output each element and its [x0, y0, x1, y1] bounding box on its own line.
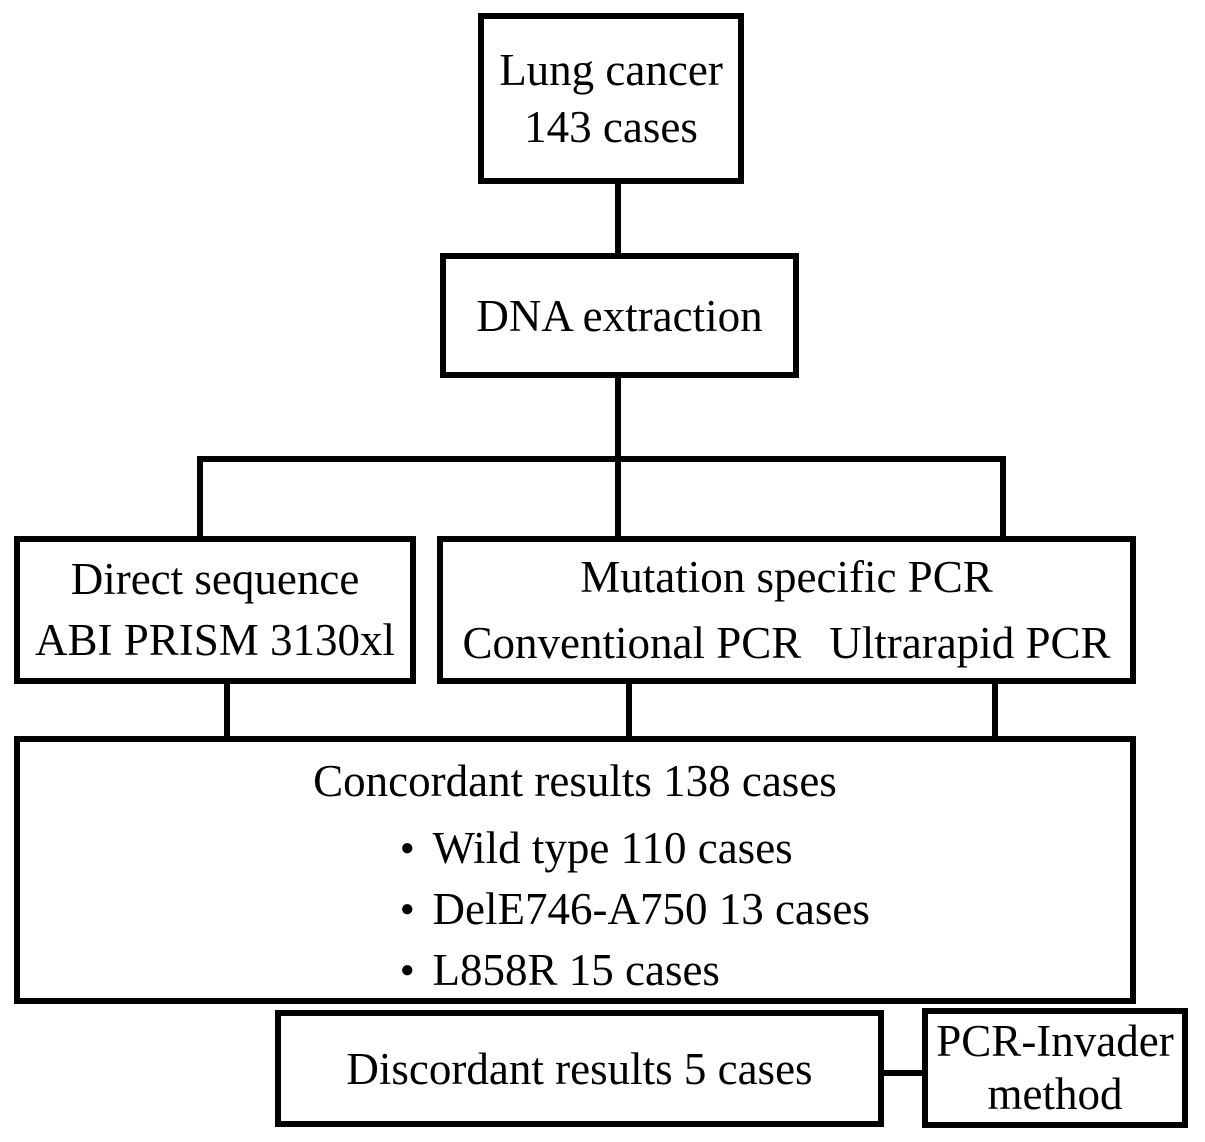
bullet-icon: ● — [400, 835, 415, 861]
bullet-text: Wild type 110 cases — [432, 823, 793, 873]
bullet-icon: ● — [400, 896, 415, 922]
bullet-item-wild-type: ● Wild type 110 cases — [400, 818, 1130, 879]
connector-branch-horizontal — [197, 456, 1006, 462]
concordant-bullet-list: ● Wild type 110 cases ● DelE746-A750 13 … — [400, 818, 1130, 1001]
bullet-icon: ● — [400, 957, 415, 983]
pcr-invader-method-box: PCR-Invader method — [922, 1008, 1188, 1128]
bullet-item-del-e746: ● DelE746-A750 13 cases — [400, 879, 1130, 940]
direct-sequence-line2: ABI PRISM 3130xl — [34, 615, 396, 665]
ultrarapid-pcr-label: Ultrarapid PCR — [829, 618, 1111, 668]
dna-extraction-box: DNA extraction — [440, 253, 799, 378]
dna-extraction-label: DNA extraction — [476, 290, 763, 341]
connector-ultrarapid-to-concordant — [992, 680, 998, 740]
connector-lung-to-dna — [615, 180, 621, 256]
connector-discordant-to-invader — [880, 1070, 926, 1076]
bullet-item-l858r: ● L858R 15 cases — [400, 940, 1130, 1001]
bullet-text: L858R 15 cases — [432, 945, 720, 995]
bullet-text: DelE746-A750 13 cases — [432, 884, 870, 934]
mutation-pcr-title: Mutation specific PCR — [580, 552, 993, 602]
discordant-label: Discordant results 5 cases — [346, 1043, 813, 1094]
lung-cancer-box: Lung cancer 143 cases — [478, 13, 744, 184]
mutation-pcr-methods-row: Conventional PCR Ultrarapid PCR — [462, 610, 1110, 676]
direct-sequence-box: Direct sequence ABI PRISM 3130xl — [14, 536, 416, 684]
direct-sequence-line1: Direct sequence — [70, 554, 360, 604]
concordant-title: Concordant results 138 cases — [313, 756, 837, 806]
conventional-pcr-label: Conventional PCR — [462, 618, 802, 668]
connector-direct-to-concordant — [224, 680, 230, 740]
connector-conventional-to-concordant — [626, 680, 632, 740]
discordant-results-box: Discordant results 5 cases — [275, 1010, 884, 1127]
connector-branch-to-ultrarapid — [1000, 456, 1006, 540]
lung-cancer-line1: Lung cancer — [499, 44, 723, 95]
mutation-specific-pcr-box: Mutation specific PCR Conventional PCR U… — [437, 536, 1136, 684]
connector-branch-to-direct — [197, 456, 203, 540]
pcr-invader-line1: PCR-Invader — [936, 1016, 1174, 1066]
pcr-invader-line2: method — [987, 1069, 1123, 1119]
lung-cancer-line2: 143 cases — [524, 101, 698, 152]
concordant-results-box: Concordant results 138 cases ● Wild type… — [14, 736, 1136, 1004]
